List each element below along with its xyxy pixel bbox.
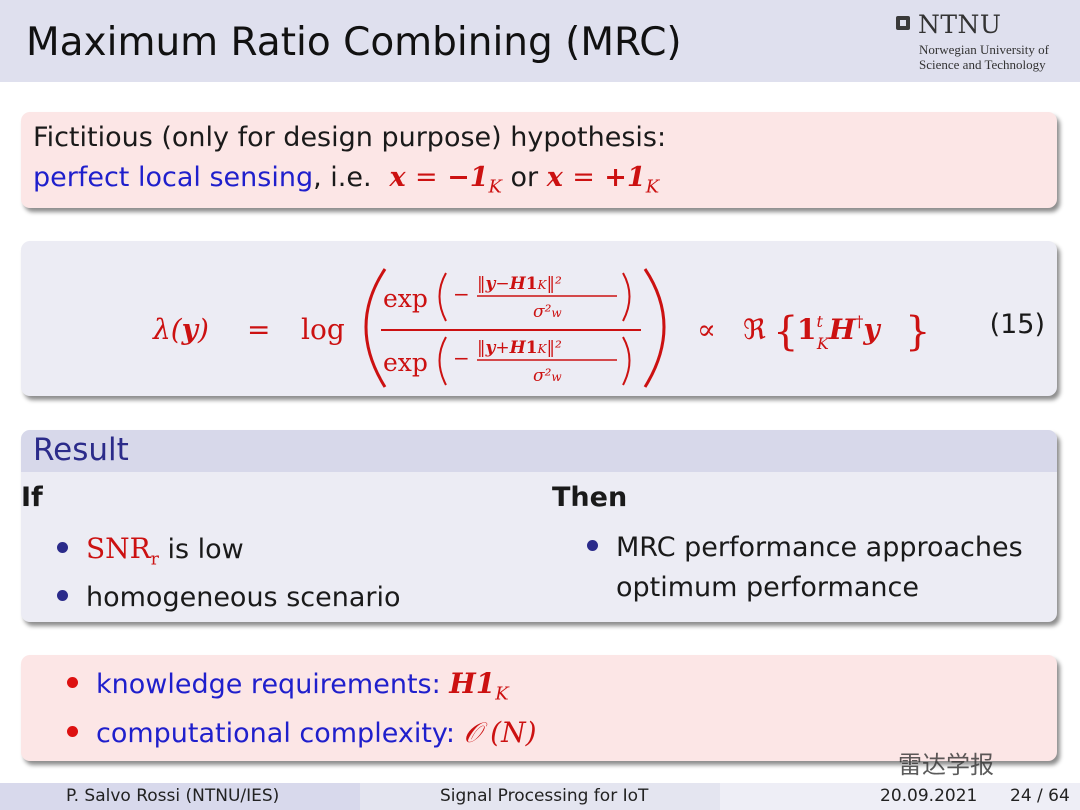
svg-text:∝: ∝ — [697, 313, 716, 346]
result-header: Result — [21, 430, 1057, 472]
bullet-icon — [57, 590, 68, 601]
math-x-plus: x = +1K — [546, 162, 660, 198]
slide-footer: P. Salvo Rossi (NTNU/IES) Signal Process… — [0, 783, 1080, 810]
result-box: Result If Then SNRr is low homogeneous s… — [21, 430, 1057, 622]
or-text: or — [510, 162, 539, 193]
logo-subtitle: Norwegian University of Science and Tech… — [919, 42, 1049, 72]
footer-course: Signal Processing for IoT — [440, 786, 649, 806]
bullet-icon — [57, 542, 68, 553]
svg-text:exp: exp — [383, 284, 428, 313]
footer-course-section: Signal Processing for IoT — [360, 783, 720, 810]
svg-text:}: } — [905, 309, 930, 355]
hypothesis-box: Fictitious (only for design purpose) hyp… — [21, 112, 1057, 208]
footer-author-section: P. Salvo Rossi (NTNU/IES) — [0, 783, 360, 810]
complexity-item: computational complexity: 𝒪 (N) — [67, 716, 537, 750]
ie-text: , i.e. — [313, 162, 372, 193]
then-label: Then — [552, 482, 628, 513]
equation-box: λ(y) = log exp − ‖y−H1K‖² σ²w exp − ‖y+H… — [21, 241, 1057, 396]
result-title: Result — [33, 432, 129, 468]
svg-text:{: { — [773, 309, 798, 355]
logo-name: NTNU — [918, 10, 1002, 39]
svg-text:λ(y): λ(y) — [152, 313, 209, 346]
svg-text:σ²w: σ²w — [533, 366, 562, 386]
bullet-icon — [587, 540, 598, 551]
then-line2: optimum performance — [616, 572, 919, 603]
llr-equation: λ(y) = log exp − ‖y−H1K‖² σ²w exp − ‖y+H… — [152, 268, 930, 388]
ntnu-logo: NTNU Norwegian University of Science and… — [896, 10, 1076, 76]
svg-text:=: = — [247, 313, 270, 346]
svg-text:−: − — [453, 282, 470, 306]
svg-text:‖y+H1K‖²: ‖y+H1K‖² — [477, 338, 562, 358]
equation-number: (15) — [989, 309, 1045, 340]
complexity-math: 𝒪 (N) — [463, 716, 537, 749]
svg-text:σ²w: σ²w — [533, 302, 562, 322]
bullet-icon — [67, 677, 78, 688]
svg-text:ℜ: ℜ — [743, 313, 766, 346]
footer-author: P. Salvo Rossi (NTNU/IES) — [66, 786, 280, 806]
snr-math: SNRr — [86, 532, 159, 570]
if-item-homogeneous: homogeneous scenario — [57, 582, 401, 613]
requirements-box: knowledge requirements: H1K computationa… — [21, 655, 1057, 761]
footer-info-section: 20.09.2021 24 / 64 — [720, 783, 1080, 810]
complexity-label: computational complexity: — [96, 718, 456, 749]
slide-title: Maximum Ratio Combining (MRC) — [26, 20, 682, 65]
ntnu-logo-icon — [896, 16, 910, 30]
slide-header: Maximum Ratio Combining (MRC) NTNU Norwe… — [0, 0, 1080, 82]
if-item-homogeneous-text: homogeneous scenario — [86, 582, 401, 613]
logo-sub-line1: Norwegian University of — [919, 42, 1049, 57]
knowledge-math: H1K — [449, 667, 509, 705]
hypothesis-line2: perfect local sensing, i.e. x = −1K or x… — [33, 162, 659, 197]
knowledge-item: knowledge requirements: H1K — [67, 667, 509, 705]
svg-text:‖y−H1K‖²: ‖y−H1K‖² — [477, 274, 562, 294]
knowledge-label: knowledge requirements: — [96, 669, 441, 700]
math-x-minus: x = −1K — [380, 162, 502, 198]
if-item-snr-text: is low — [167, 534, 244, 565]
then-line1: MRC performance approaches — [616, 532, 1023, 563]
perfect-sensing-text: perfect local sensing — [33, 162, 314, 193]
watermark: 雷达学报 — [898, 751, 994, 779]
logo-sub-line2: Science and Technology — [919, 57, 1046, 72]
bullet-icon — [67, 726, 78, 737]
footer-page: 24 / 64 — [1010, 786, 1070, 806]
svg-text:−: − — [453, 346, 470, 370]
hypothesis-line1: Fictitious (only for design purpose) hyp… — [33, 122, 667, 153]
then-item: MRC performance approaches — [587, 532, 1023, 563]
svg-text:exp: exp — [383, 348, 428, 377]
if-label: If — [21, 482, 43, 513]
footer-date: 20.09.2021 — [880, 786, 978, 806]
if-item-snr: SNRr is low — [57, 532, 244, 570]
svg-text:log: log — [301, 313, 345, 346]
